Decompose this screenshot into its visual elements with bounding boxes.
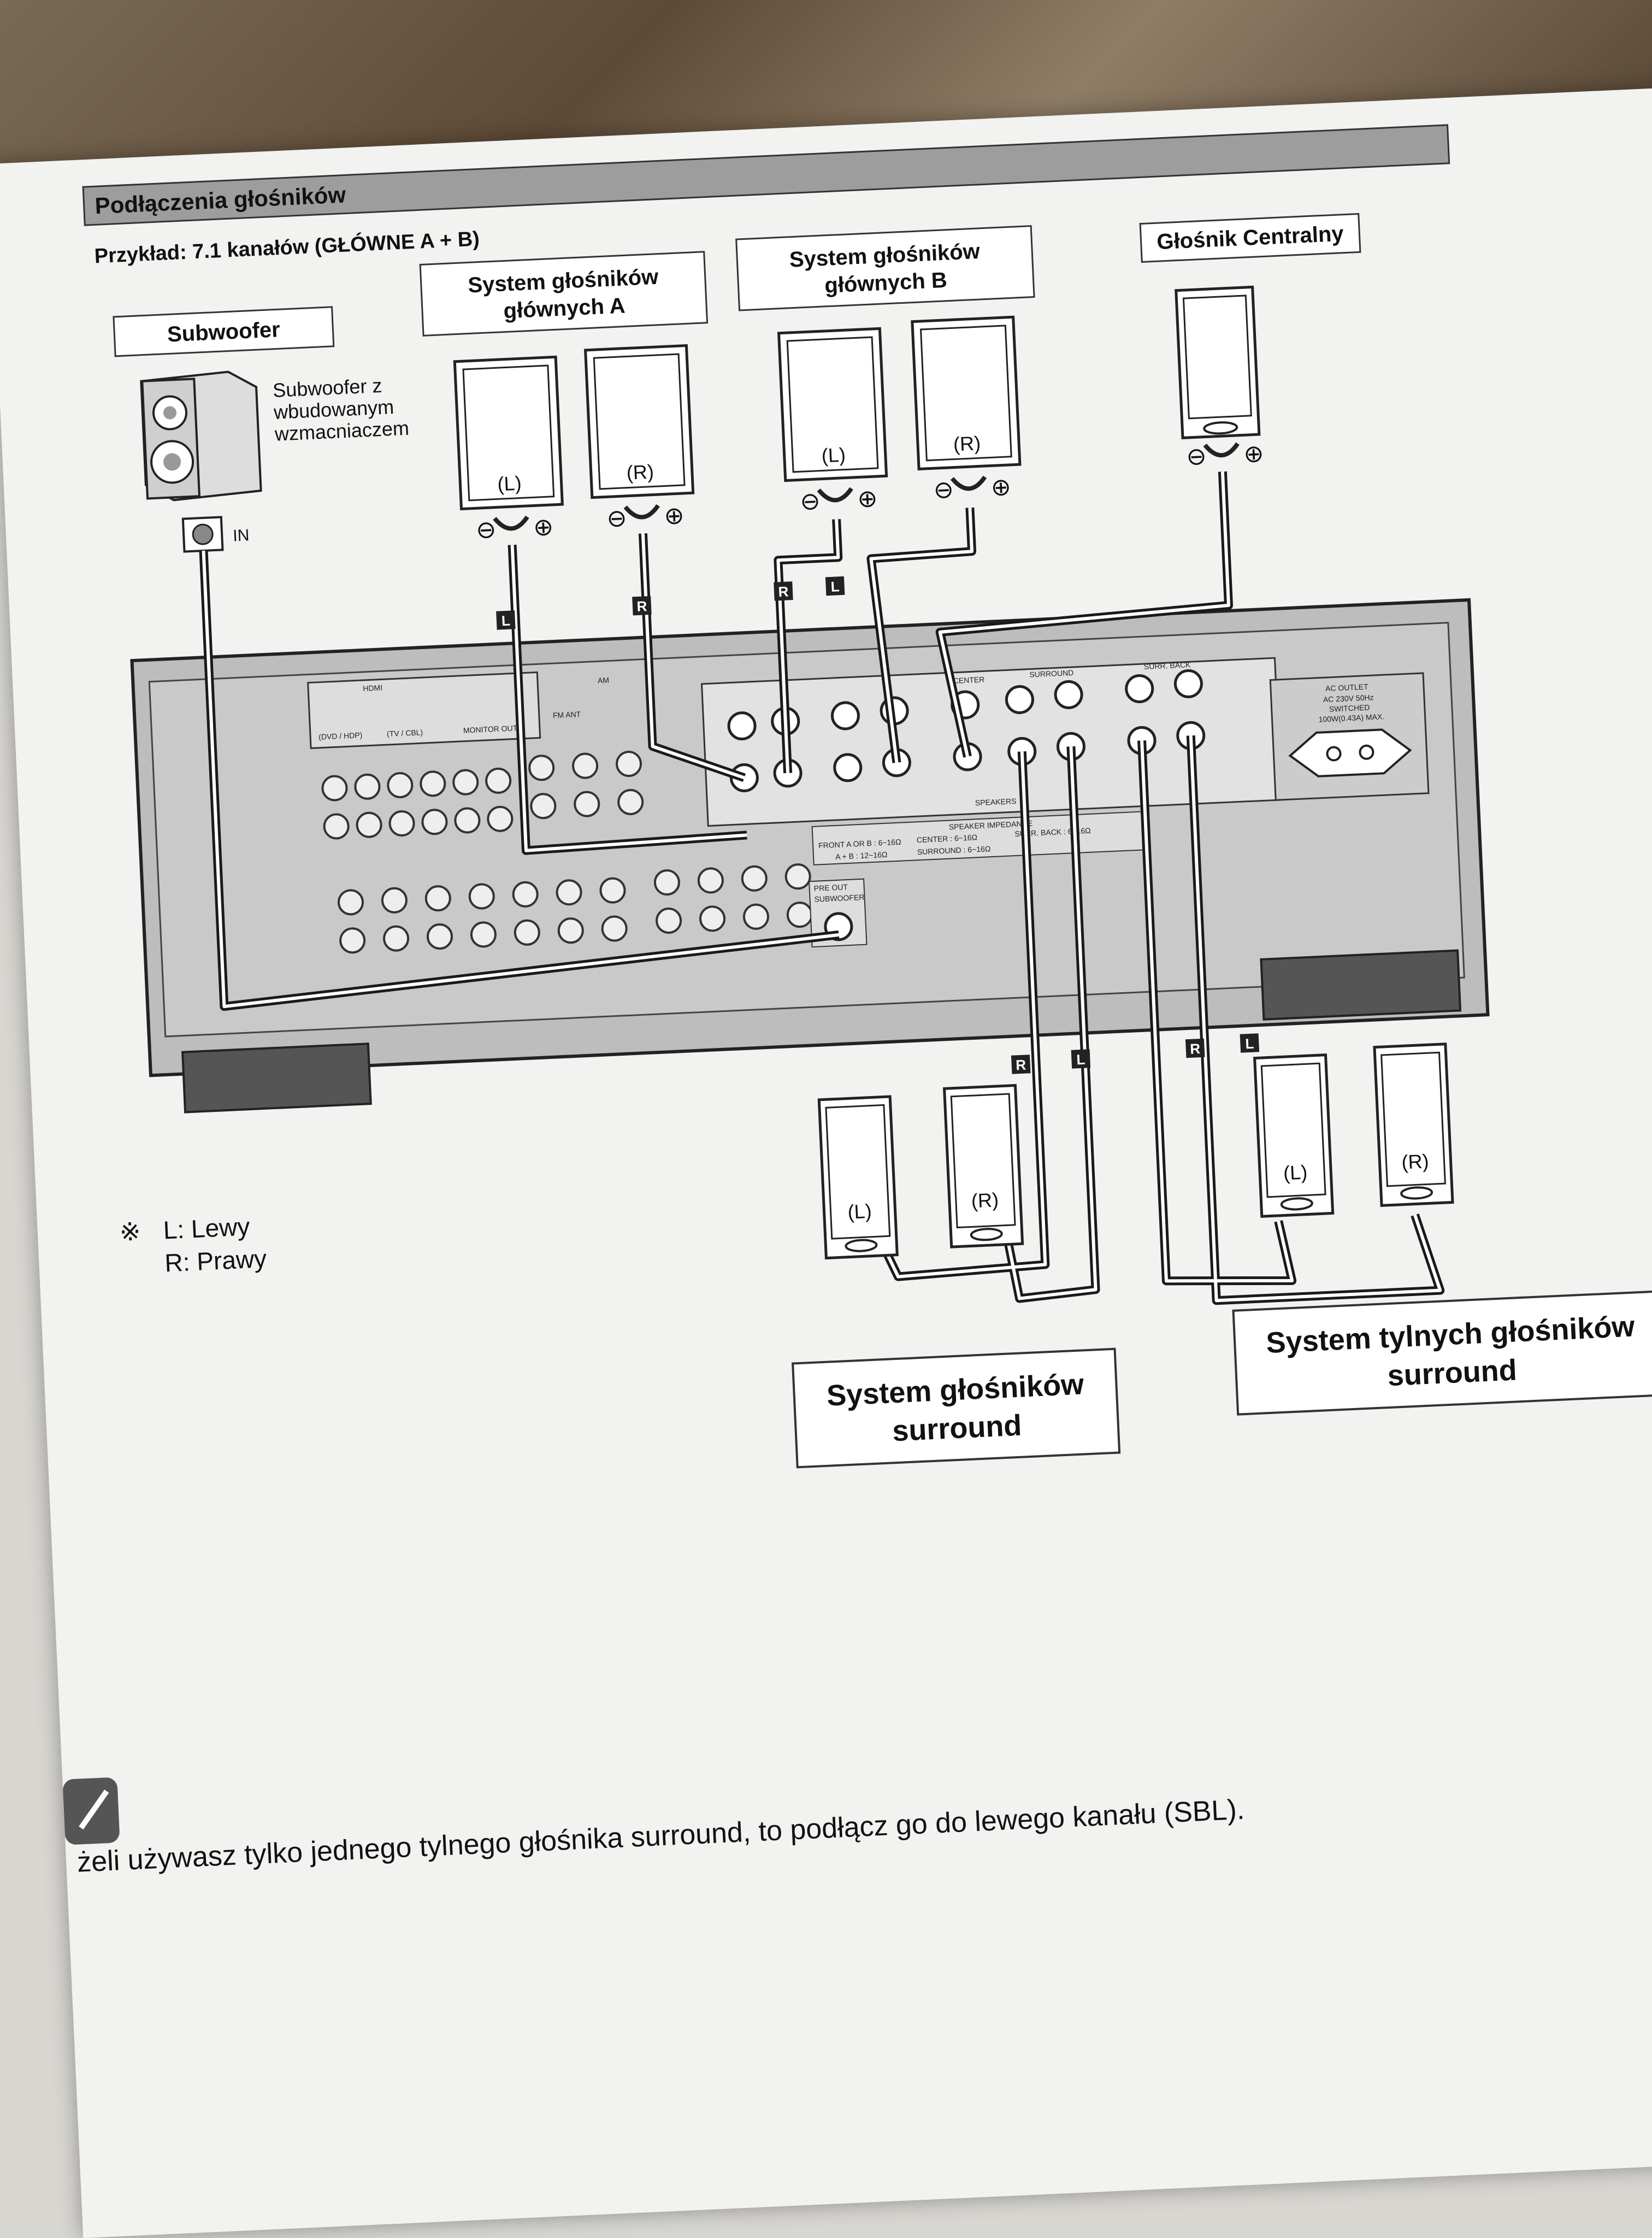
front-b-title-2: głównych B	[824, 268, 947, 298]
surround-back-left-speaker: (L)	[1253, 1053, 1335, 1218]
surround-left-speaker: (L)	[817, 1095, 899, 1260]
tag-right: R	[1190, 1040, 1201, 1057]
svg-text:PRE OUT: PRE OUT	[813, 882, 848, 893]
legend-symbol: ※	[119, 1217, 141, 1246]
svg-text:FRONT A OR B : 6~16Ω: FRONT A OR B : 6~16Ω	[818, 838, 901, 850]
section-title-bg	[88, 176, 407, 221]
svg-text:100W(0.43A) MAX.: 100W(0.43A) MAX.	[1318, 712, 1384, 723]
subwoofer-title: Subwoofer	[167, 317, 280, 346]
svg-text:SURR. BACK: SURR. BACK	[1144, 660, 1191, 671]
front-a-right-speaker: (R)	[583, 344, 695, 520]
surround-right-speaker: (R)	[942, 1083, 1024, 1248]
connection-diagram: Podłączenia głośników Przykład: 7.1 kana…	[63, 124, 1652, 1878]
svg-text:(TV / CBL): (TV / CBL)	[387, 728, 423, 738]
surround-box	[792, 1347, 1121, 1469]
surround-back-title-2: surround	[1386, 1353, 1517, 1392]
svg-text:SWITCHED: SWITCHED	[1329, 703, 1370, 713]
cable-tags: L R R L R L R L	[496, 576, 1260, 1074]
plus-icon: ⊕	[857, 485, 878, 513]
front-b-left-speaker: (L)	[777, 327, 888, 503]
svg-text:(R): (R)	[1401, 1150, 1430, 1173]
plus-icon: ⊕	[1243, 440, 1264, 468]
subwoofer-in-label: IN	[233, 526, 250, 545]
tag-left: L	[501, 612, 510, 629]
front-a-title-2: głównych A	[503, 293, 626, 323]
svg-text:SPEAKERS: SPEAKERS	[975, 797, 1017, 807]
svg-text:MONITOR OUT: MONITOR OUT	[463, 723, 518, 735]
svg-text:(R): (R)	[971, 1188, 999, 1212]
rca-jack-icon	[192, 523, 214, 545]
center-box	[1139, 213, 1361, 263]
svg-text:A + B : 12~16Ω: A + B : 12~16Ω	[835, 850, 888, 861]
minus-icon: ⊖	[933, 476, 954, 504]
svg-text:AM: AM	[598, 675, 610, 685]
minus-icon: ⊖	[799, 488, 821, 516]
front-a-box	[419, 251, 709, 337]
minus-icon: ⊖	[606, 505, 628, 533]
front-b-box	[735, 225, 1035, 311]
svg-text:AC OUTLET: AC OUTLET	[1325, 682, 1369, 693]
svg-text:FM ANT: FM ANT	[552, 710, 581, 720]
tag-right: R	[636, 598, 647, 615]
tag-left: L	[1076, 1051, 1085, 1068]
surround-title-2: surround	[892, 1409, 1022, 1448]
av-receiver-back-panel: HDMI (DVD / HDP) (TV / CBL) MONITOR OUT …	[130, 598, 1490, 1114]
svg-text:(R): (R)	[953, 432, 981, 455]
subwoofer-desc-2: wbudowanym	[273, 396, 394, 423]
svg-text:SURROUND : 6~16Ω: SURROUND : 6~16Ω	[917, 844, 991, 856]
tag-left: L	[830, 578, 840, 595]
tag-right: R	[1016, 1057, 1026, 1074]
example-caption: Przykład: 7.1 kanałów (GŁÓWNE A + B)	[94, 226, 480, 268]
section-title-bar	[82, 124, 1450, 226]
surround-back-box	[1232, 1289, 1652, 1416]
minus-icon: ⊖	[475, 516, 497, 544]
svg-text:SPEAKER IMPEDANCE: SPEAKER IMPEDANCE	[948, 819, 1032, 832]
pencil-icon	[79, 1789, 109, 1830]
svg-text:(L): (L)	[1283, 1161, 1308, 1184]
subwoofer-box	[113, 306, 335, 357]
legend-left: L: Lewy	[163, 1212, 251, 1244]
svg-text:AC 230V 50Hz: AC 230V 50Hz	[1323, 693, 1374, 704]
subwoofer-unit	[140, 370, 262, 502]
tip-text: żeli używasz tylko jednego tylnego głośn…	[76, 1794, 1245, 1878]
svg-text:(R): (R)	[626, 460, 654, 484]
svg-text:(DVD / HDP): (DVD / HDP)	[318, 731, 363, 741]
svg-text:CENTER : 6~16Ω: CENTER : 6~16Ω	[917, 833, 978, 844]
front-a-left-speaker: (L)	[453, 355, 564, 531]
front-b-right-speaker: (R)	[911, 315, 1022, 491]
manual-page: Podłączenia głośników Przykład: 7.1 kana…	[0, 87, 1652, 2238]
svg-text:(L): (L)	[497, 472, 522, 495]
legend-right: R: Prawy	[164, 1244, 267, 1277]
svg-text:(L): (L)	[821, 443, 846, 467]
plus-icon: ⊕	[990, 474, 1012, 502]
svg-text:HDMI: HDMI	[363, 683, 382, 693]
tag-left: L	[1245, 1035, 1254, 1052]
subwoofer-desc-1: Subwoofer z	[272, 374, 382, 402]
svg-text:SURROUND: SURROUND	[1029, 668, 1074, 679]
plus-icon: ⊕	[533, 514, 554, 541]
minus-icon: ⊖	[1185, 443, 1207, 470]
center-speaker	[1175, 285, 1261, 458]
svg-text:CENTER: CENTER	[953, 675, 984, 685]
svg-text:SUBWOOFER: SUBWOOFER	[814, 893, 864, 904]
svg-text:(L): (L)	[847, 1200, 872, 1223]
plus-icon: ⊕	[663, 502, 685, 530]
surround-back-right-speaker: (R)	[1373, 1043, 1454, 1207]
tag-right: R	[778, 583, 789, 600]
